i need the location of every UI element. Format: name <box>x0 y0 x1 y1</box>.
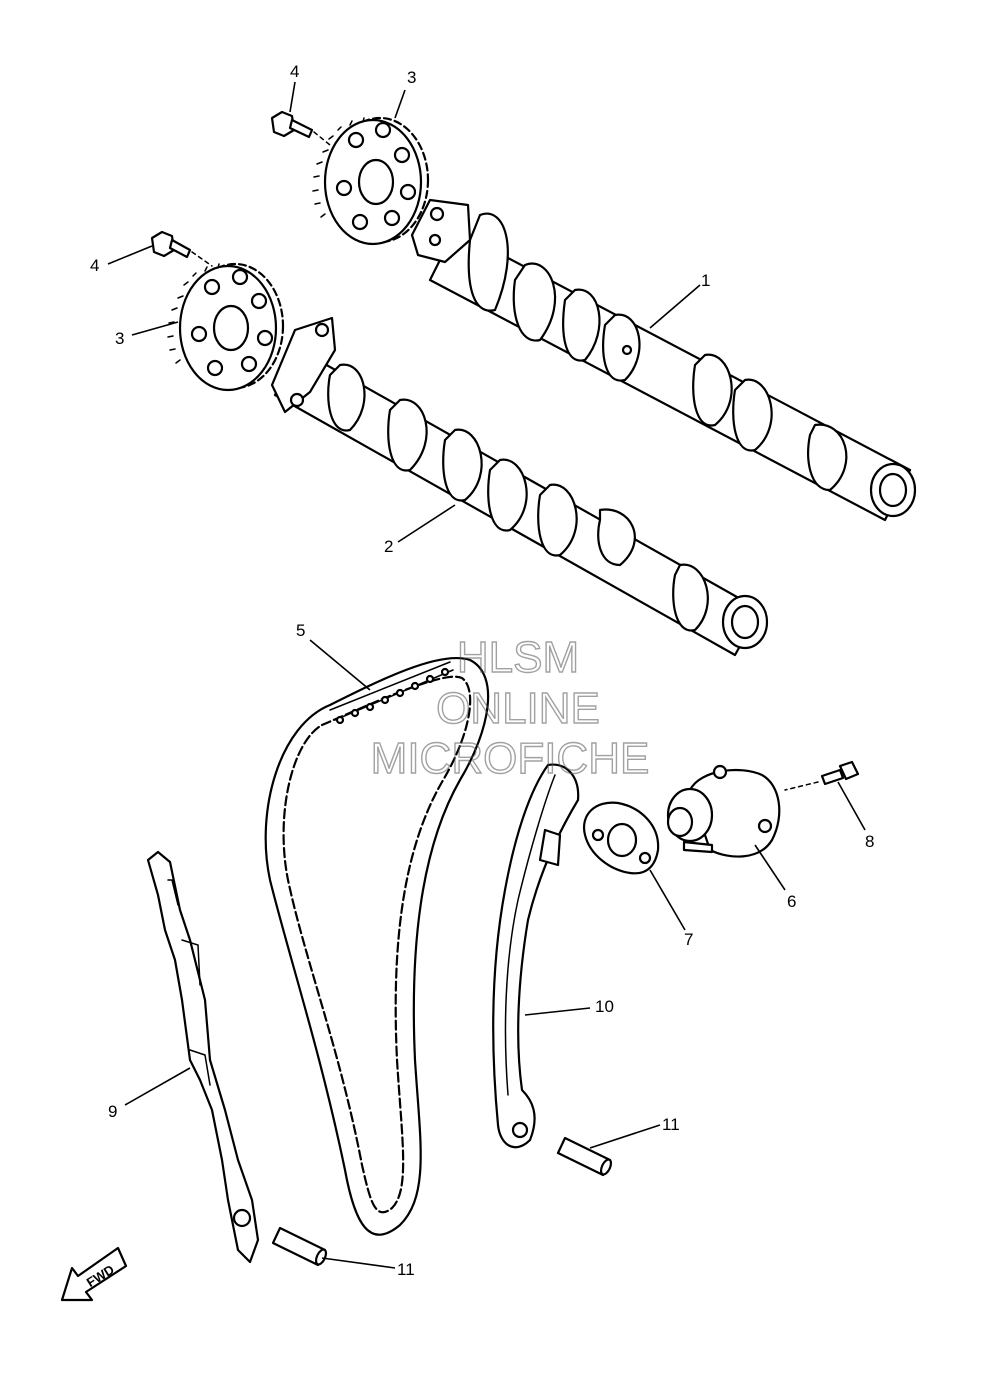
callout-10: 10 <box>595 997 614 1016</box>
watermark-line-2: ONLINE <box>436 684 600 733</box>
camshaft-1[interactable] <box>410 198 917 522</box>
chain-guide[interactable] <box>492 763 580 1149</box>
callout-6: 6 <box>787 892 796 911</box>
callout-11-right: 11 <box>662 1115 680 1134</box>
callout-4-upper: 4 <box>290 62 299 81</box>
tensioner-guide[interactable] <box>146 850 260 1264</box>
tensioner-assembly[interactable] <box>666 764 781 858</box>
sprocket-lower[interactable] <box>167 262 285 392</box>
timing-chain[interactable] <box>264 656 490 1236</box>
callout-7: 7 <box>684 930 693 949</box>
bolt-upper[interactable] <box>270 110 331 146</box>
watermark-line-1: HLSM <box>457 633 579 682</box>
callout-4-lower: 4 <box>90 256 99 275</box>
camshaft-2[interactable] <box>270 316 769 657</box>
callout-9: 9 <box>108 1102 117 1121</box>
watermark-line-3: MICROFICHE <box>371 734 650 783</box>
bolt-lower[interactable] <box>150 230 213 267</box>
callout-8: 8 <box>865 832 874 851</box>
callout-2: 2 <box>384 537 393 556</box>
callout-3-upper: 3 <box>407 68 416 87</box>
callout-11-left: 11 <box>397 1260 415 1279</box>
gasket[interactable] <box>582 801 660 875</box>
fwd-arrow: FWD <box>60 1246 128 1302</box>
callout-5: 5 <box>296 621 305 640</box>
watermark: HLSM ONLINE MICROFICHE <box>370 632 650 783</box>
sprocket-upper[interactable] <box>312 116 430 246</box>
dowel-pin-left[interactable] <box>271 1226 328 1267</box>
screw[interactable] <box>784 760 860 791</box>
callout-labels: 4 3 4 3 1 2 5 6 7 8 9 10 11 11 <box>90 62 874 1279</box>
dowel-pin-center[interactable] <box>556 1136 613 1177</box>
callout-1: 1 <box>701 271 710 290</box>
callout-3-lower: 3 <box>115 329 124 348</box>
leader-lines <box>107 81 866 1269</box>
